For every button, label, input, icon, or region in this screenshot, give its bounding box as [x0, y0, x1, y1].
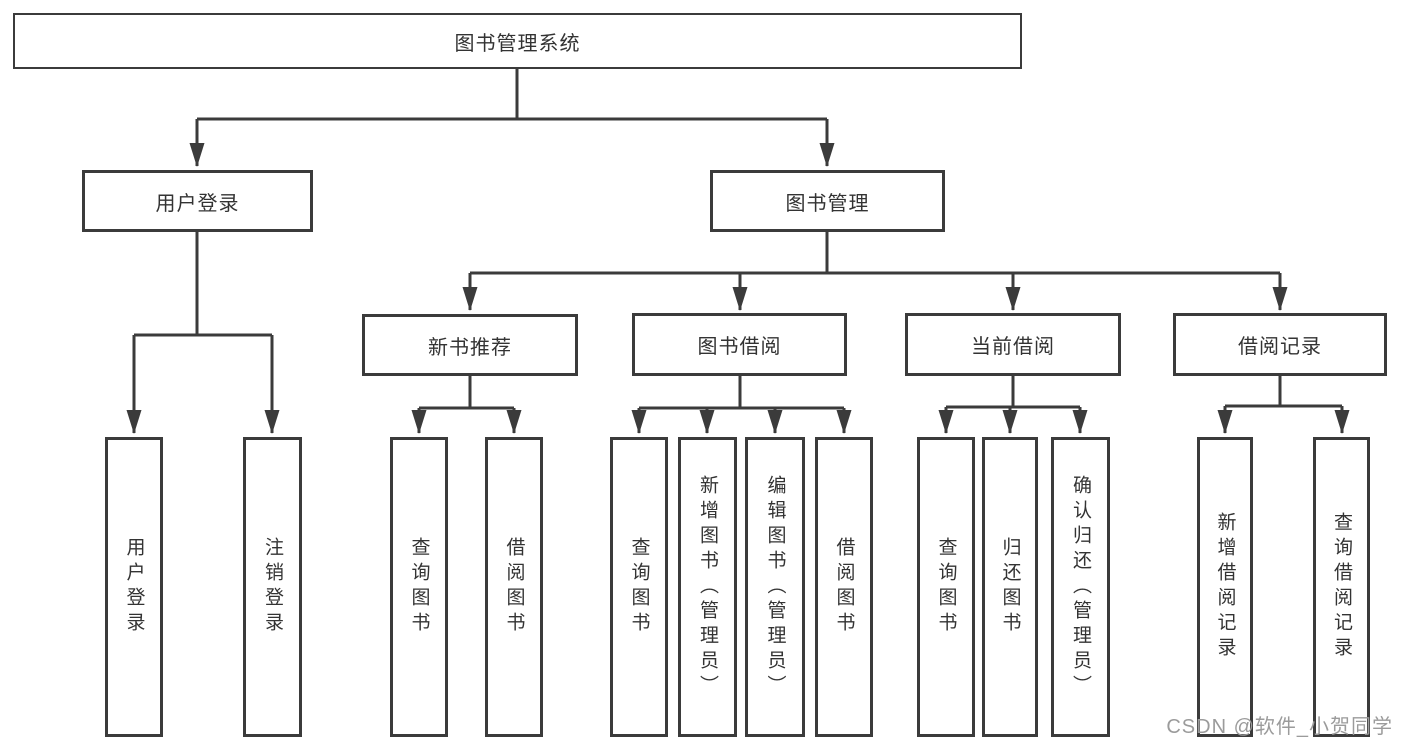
node-book-borrow: 图书借阅 — [632, 313, 847, 376]
leaf-borrow-query-book: 查询图书 — [610, 437, 668, 737]
leaf-records-query-record: 查询借阅记录 — [1313, 437, 1370, 737]
node-current-borrow: 当前借阅 — [905, 313, 1121, 376]
leaf-newbook-borrow-book: 借阅图书 — [485, 437, 543, 737]
node-user-login-group: 用户登录 — [82, 170, 313, 232]
leaf-current-confirm-return-admin: 确认归还（管理员） — [1051, 437, 1110, 737]
leaf-newbook-query-book: 查询图书 — [390, 437, 448, 737]
leaf-current-query-book: 查询图书 — [917, 437, 975, 737]
leaf-user-login: 用户登录 — [105, 437, 163, 737]
node-book-management-group: 图书管理 — [710, 170, 945, 232]
node-root-library-management-system: 图书管理系统 — [13, 13, 1022, 69]
node-new-book-recommend: 新书推荐 — [362, 314, 578, 376]
leaf-borrow-borrow-book: 借阅图书 — [815, 437, 873, 737]
leaf-borrow-edit-book-admin: 编辑图书（管理员） — [745, 437, 805, 737]
leaf-borrow-add-book-admin: 新增图书（管理员） — [678, 437, 737, 737]
leaf-logout: 注销登录 — [243, 437, 302, 737]
node-borrow-records: 借阅记录 — [1173, 313, 1387, 376]
csdn-watermark: CSDN @软件_小贺同学 — [1166, 716, 1393, 738]
leaf-records-add-record: 新增借阅记录 — [1197, 437, 1253, 737]
leaf-current-return-book: 归还图书 — [982, 437, 1038, 737]
